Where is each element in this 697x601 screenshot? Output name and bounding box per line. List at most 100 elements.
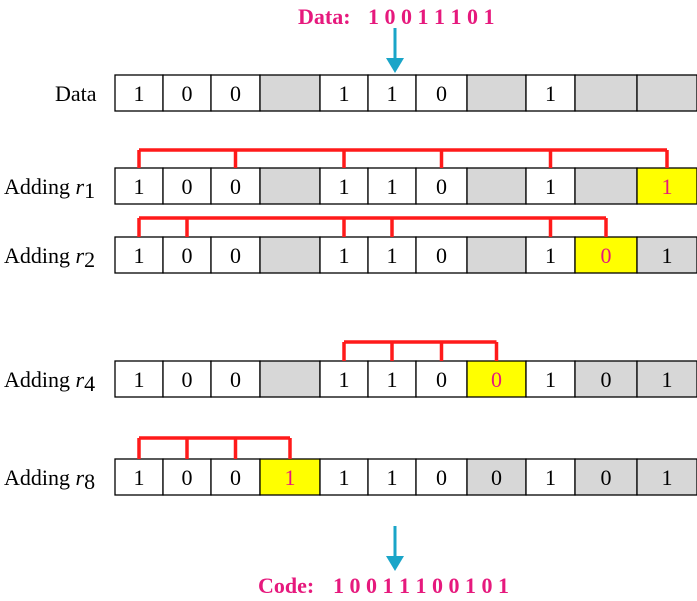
bit-cell [636,360,697,398]
bit-cell [259,236,321,274]
bit-value: 1 [339,174,350,199]
row-label-var: r [76,367,85,392]
bit-value: 0 [601,465,612,490]
bit-cell [367,236,417,274]
row-label-subscript: 4 [84,371,95,396]
row-label: Adding r8 [4,465,95,494]
bit-value: 0 [230,465,241,490]
bit-cell [574,74,638,112]
bit-value: 0 [436,174,447,199]
bit-cell [114,167,164,205]
bit-value: 1 [387,367,398,392]
bit-value: 0 [491,465,502,490]
bit-value: 0 [230,81,241,106]
bit-value: 1 [134,81,145,106]
bit-value: 1 [339,243,350,268]
bit-value: 0 [436,81,447,106]
bit-value: 1 [134,174,145,199]
parity-bracket [137,436,292,459]
bit-cell [636,236,697,274]
bit-value: 0 [230,174,241,199]
bit-cell [415,236,468,274]
bit-value: 0 [601,243,612,268]
bit-cell [466,458,527,496]
row-label-var: r [76,465,85,490]
bit-row: Data 1 0 0 1 1 0 1 [55,74,697,112]
bit-value: 1 [134,465,145,490]
bit-cell [415,458,468,496]
row-label-subscript: 2 [84,247,95,272]
bit-value: 0 [182,81,193,106]
bit-value: 1 [339,81,350,106]
row-label-var: r [76,243,85,268]
bit-cell [114,360,164,398]
row-label: Adding r1 [4,174,95,203]
bit-value: 1 [339,367,350,392]
row-label-var: r [76,174,85,199]
bit-cell [367,458,417,496]
data-heading-label: Data: [298,4,351,29]
bit-value: 1 [339,465,350,490]
row-label-prefix: Adding [4,243,76,268]
bit-cell [259,167,321,205]
bit-value: 0 [230,367,241,392]
bit-cell [162,236,212,274]
row-label: Adding r4 [4,367,95,396]
bit-value: 1 [285,465,296,490]
row-label-subscript: 1 [84,178,95,203]
bit-value: 0 [491,367,502,392]
bit-cell [574,458,638,496]
bit-value: 1 [662,465,673,490]
bit-value: 0 [182,367,193,392]
bit-row: Adding r4 1 0 0 1 1 0 0 1 0 1 [4,340,697,398]
bit-value: 1 [134,243,145,268]
bit-value: 1 [545,243,556,268]
redundant-bit-cell [574,236,638,274]
data-heading-value: 1 0 0 1 1 1 0 1 [368,4,495,29]
row-label-subscript: 8 [84,469,95,494]
bit-cell [210,167,261,205]
bit-cell [466,167,527,205]
bit-value: 1 [387,81,398,106]
row-label-prefix: Adding [4,174,76,199]
parity-bracket [137,148,669,168]
bit-cell [319,360,369,398]
bit-value: 0 [182,243,193,268]
bit-cell [210,236,261,274]
bit-cell [415,167,468,205]
bit-value: 1 [662,367,673,392]
bit-value: 1 [545,465,556,490]
bit-value: 1 [545,81,556,106]
bit-value: 1 [134,367,145,392]
bit-cell [319,167,369,205]
down-arrow-icon [386,28,404,73]
bit-value: 0 [182,465,193,490]
parity-bracket [342,340,499,361]
bit-cell [319,458,369,496]
row-label: Data [55,81,97,106]
bit-value: 1 [387,174,398,199]
bit-cell [367,167,417,205]
bit-cell [466,236,527,274]
bit-value: 1 [545,174,556,199]
bit-cell [162,360,212,398]
code-heading-value: 1 0 0 1 1 1 0 0 1 0 1 [333,573,509,598]
bit-value: 1 [387,243,398,268]
bit-value: 1 [662,174,673,199]
row-label-prefix: Adding [4,367,76,392]
bit-value: 1 [545,367,556,392]
bit-value: 0 [601,367,612,392]
parity-bracket [137,216,608,237]
bit-cell [636,458,697,496]
code-heading-label: Code: [258,573,314,598]
bit-cell [415,360,468,398]
bit-cell [114,458,164,496]
bit-cell [574,167,638,205]
bit-cell [636,74,697,112]
bit-value: 0 [436,465,447,490]
bit-value: 0 [436,367,447,392]
